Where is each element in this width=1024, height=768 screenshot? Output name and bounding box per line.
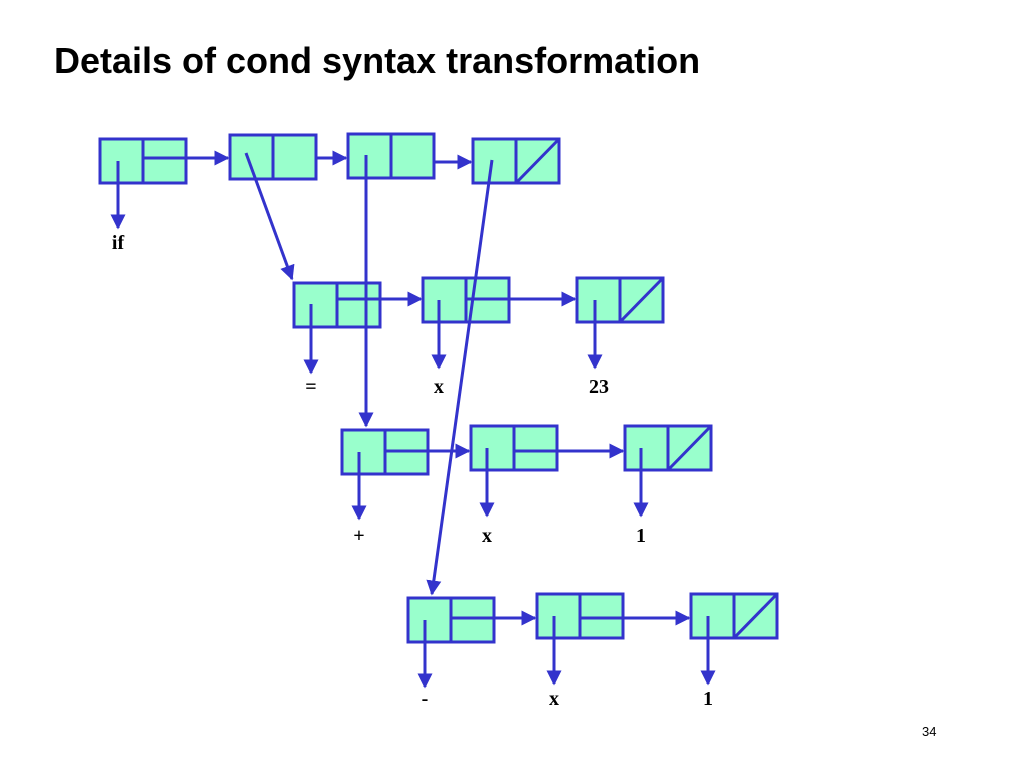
cell-x-1 [469, 424, 559, 472]
cell-clause-1 [228, 133, 318, 181]
label-1-row3: 1 [636, 525, 646, 547]
cell-1 [623, 424, 713, 472]
label-equals: = [305, 376, 316, 398]
label-23: 23 [589, 376, 609, 398]
cell-clause-2 [346, 132, 436, 180]
label-if: if [112, 232, 125, 254]
cell-1-b [689, 592, 779, 640]
cell-23 [575, 276, 665, 324]
label-x-row3: x [482, 525, 492, 547]
label-minus: - [422, 688, 429, 710]
cons-cells [98, 132, 779, 644]
page-number: 34 [922, 724, 937, 739]
slide-title: Details of cond syntax transformation [54, 40, 701, 81]
cell-x-1-b [535, 592, 625, 640]
label-1-row4: 1 [703, 688, 713, 710]
cell-minus [406, 596, 496, 644]
atom-labels: if = x 23 + x 1 - x 1 [112, 232, 713, 710]
pointer-arrows [110, 150, 716, 689]
label-plus: + [353, 525, 364, 547]
cell-else [471, 137, 561, 185]
label-x-row2: x [434, 376, 444, 398]
cell-if [98, 137, 188, 185]
arrow-else-car [426, 159, 494, 596]
label-x-row4: x [549, 688, 559, 710]
arrow-clause1-car [244, 152, 295, 281]
